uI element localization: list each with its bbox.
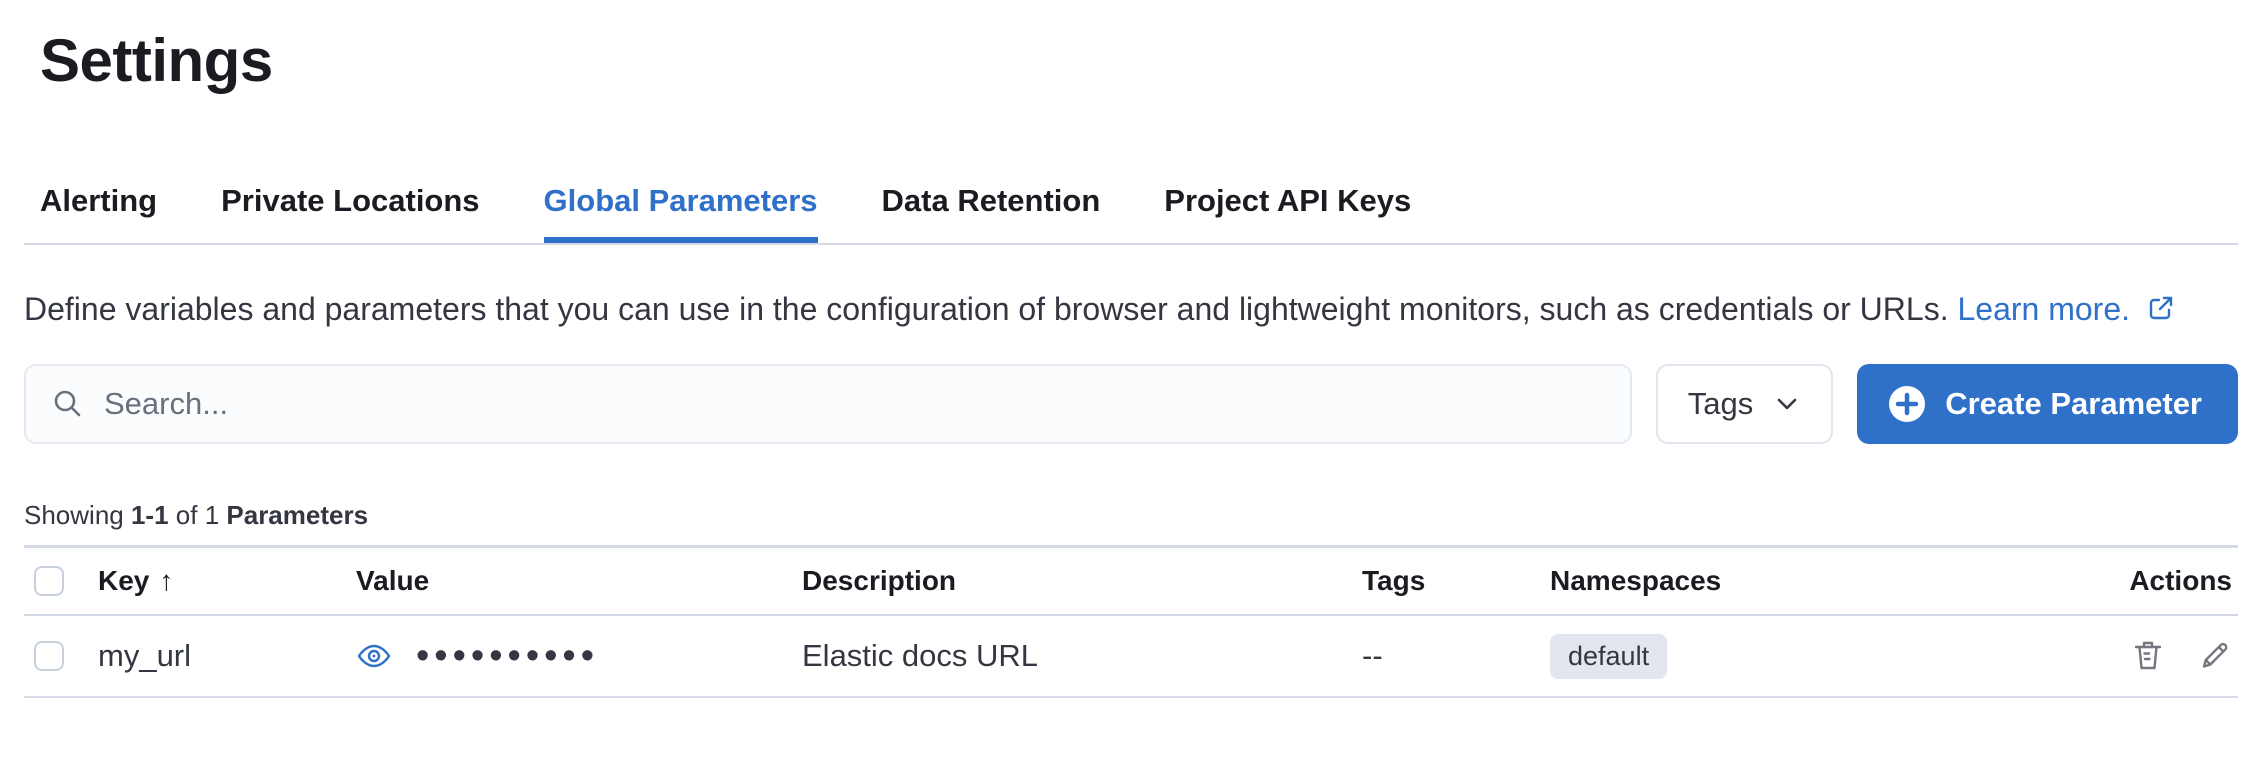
tab-alerting[interactable]: Alerting	[40, 183, 158, 218]
settings-tabs: Alerting Private Locations Global Parame…	[24, 183, 2238, 245]
summary-showing: Showing	[24, 500, 124, 530]
tags-filter-label: Tags	[1687, 386, 1754, 421]
tab-data-retention[interactable]: Data Retention	[881, 183, 1101, 218]
tab-private-locations[interactable]: Private Locations	[221, 183, 480, 218]
learn-more-link[interactable]: Learn more.	[1957, 291, 2130, 327]
search-icon	[50, 386, 86, 422]
column-header-description[interactable]: Description	[802, 565, 957, 596]
cell-actions	[2038, 638, 2238, 674]
description-text: Define variables and parameters that you…	[24, 291, 1949, 327]
cell-tags: --	[1362, 638, 1383, 673]
plus-in-circle-icon	[1887, 384, 1927, 424]
namespace-badge: default	[1550, 633, 1668, 679]
page-title: Settings	[40, 27, 273, 94]
column-header-key[interactable]: Key ↑	[98, 565, 174, 596]
tab-global-parameters[interactable]: Global Parameters	[544, 183, 818, 243]
cell-value: ••••••••••	[344, 637, 790, 675]
create-parameter-button[interactable]: Create Parameter	[1857, 364, 2238, 444]
row-checkbox[interactable]	[34, 641, 64, 671]
edit-icon[interactable]	[2196, 638, 2232, 674]
parameters-toolbar: Tags Create Parameter	[24, 364, 2238, 444]
column-header-tags[interactable]: Tags	[1362, 565, 1426, 596]
search-box[interactable]	[24, 364, 1632, 444]
cell-namespaces: default	[1538, 633, 2038, 679]
create-parameter-label: Create Parameter	[1945, 386, 2202, 421]
results-summary: Showing 1-1 of 1 Parameters	[24, 500, 2238, 531]
column-header-actions: Actions	[2129, 565, 2232, 596]
tags-filter-button[interactable]: Tags	[1655, 364, 1834, 444]
column-header-value[interactable]: Value	[356, 565, 430, 596]
search-input[interactable]	[104, 386, 1606, 422]
chevron-down-icon	[1773, 390, 1801, 418]
summary-of: of 1	[175, 500, 220, 530]
summary-divider	[24, 545, 2238, 548]
column-header-namespaces[interactable]: Namespaces	[1550, 565, 1722, 596]
eye-reveal-icon[interactable]	[356, 638, 392, 674]
table-row: my_url •••••••••• Elastic docs URL --	[24, 616, 2238, 698]
summary-entity: Parameters	[226, 500, 369, 530]
cell-description: Elastic docs URL	[802, 638, 1039, 673]
table-header-row: Key ↑ Value Description Tags Namespaces …	[24, 548, 2238, 616]
select-all-checkbox[interactable]	[34, 566, 64, 596]
sort-ascending-icon: ↑	[159, 565, 174, 596]
cell-key: my_url	[98, 638, 192, 673]
parameters-table: Key ↑ Value Description Tags Namespaces …	[24, 548, 2238, 698]
external-link-icon[interactable]	[2147, 294, 2175, 322]
settings-page: Settings Alerting Private Locations Glob…	[0, 26, 2262, 698]
tab-project-api-keys[interactable]: Project API Keys	[1164, 183, 1412, 218]
page-description: Define variables and parameters that you…	[24, 285, 2238, 334]
summary-range: 1-1	[130, 500, 169, 530]
delete-icon[interactable]	[2130, 638, 2166, 674]
